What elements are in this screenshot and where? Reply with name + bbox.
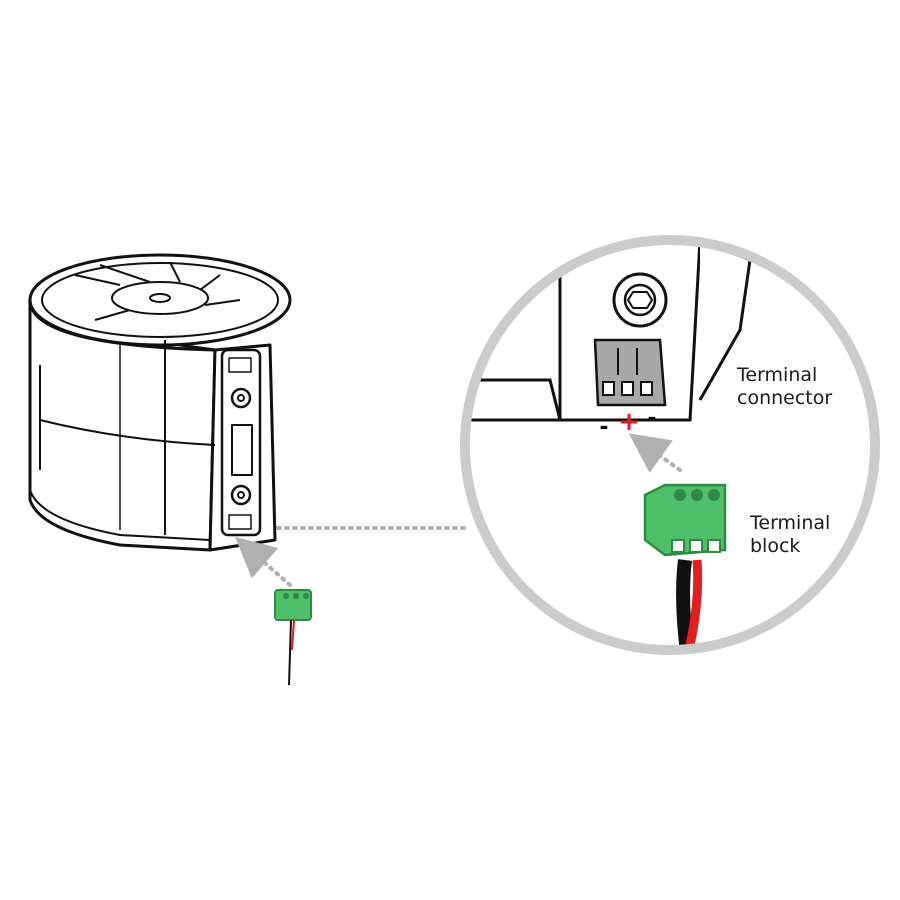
- terminal-block-label-line2: block: [750, 535, 800, 557]
- terminal-connector-icon: [593, 338, 667, 407]
- terminal-connector-label-line2: connector: [737, 387, 832, 409]
- leader-lines: [234, 433, 682, 587]
- terminal-connector-label-line1: Terminal: [736, 364, 817, 386]
- polarity-minus-right: -: [647, 406, 656, 431]
- terminal-block-icon: [643, 483, 727, 557]
- magnifier-detail: [460, 235, 880, 655]
- polarity-plus: +: [618, 407, 640, 437]
- magnifier-ring: [460, 235, 880, 655]
- terminal-block-small-icon: [274, 589, 312, 686]
- terminal-block-label: Terminal block: [749, 512, 836, 557]
- polarity-minus-left: -: [599, 415, 608, 440]
- terminal-block-label-line1: Terminal: [749, 512, 830, 534]
- hex-screw-icon: [612, 272, 668, 328]
- speaker-enclosure-icon: [28, 253, 292, 552]
- terminal-connector-label: Terminal connector: [736, 364, 832, 409]
